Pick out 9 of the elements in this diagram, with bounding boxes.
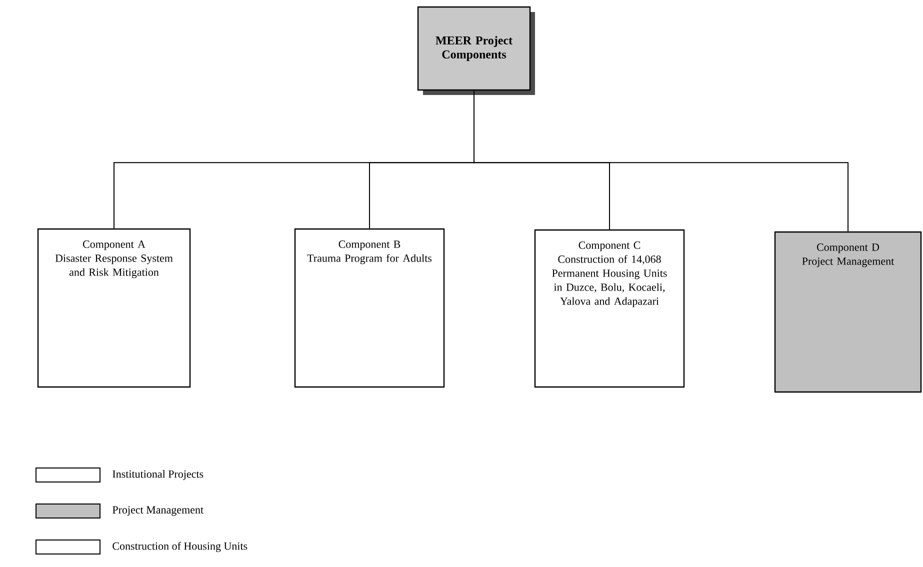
- component-box: Component C Construction of 14,068 Permanent Housing Units in Duzce, Bolu, Kocaeli, Yalova and Adapazari: [534, 229, 685, 388]
- component-box: Component A Disaster Response System and Risk Mitigation: [37, 228, 191, 388]
- component-box: Component D Project Management: [774, 231, 922, 393]
- component-box: Component B Trauma Program for Adults: [294, 228, 445, 388]
- connector-line: [474, 90, 848, 232]
- legend-label: Project Management: [112, 506, 204, 516]
- legend-label: Construction of Housing Units: [112, 542, 248, 552]
- legend-label: Institutional Projects: [112, 470, 204, 480]
- title-box: MEER Project Components: [417, 6, 535, 95]
